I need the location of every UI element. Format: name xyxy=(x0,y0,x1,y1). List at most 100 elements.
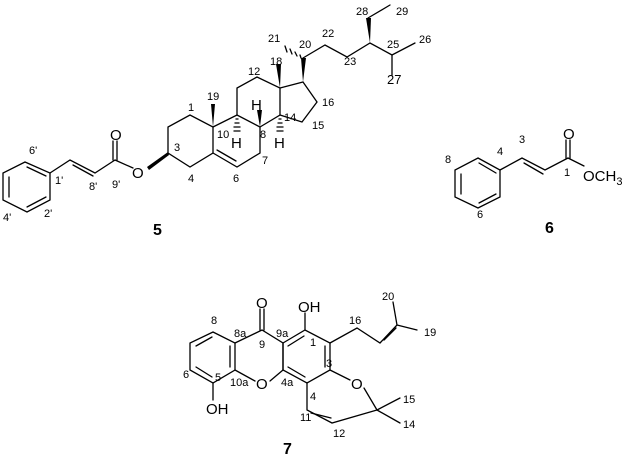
locant: 6 xyxy=(233,173,239,185)
ring-a xyxy=(167,114,214,168)
locant: 10 xyxy=(217,129,229,141)
prenyl-chain xyxy=(329,301,398,344)
ome-subscript: 3 xyxy=(616,176,622,188)
locant: 8 xyxy=(445,154,451,166)
ring-a xyxy=(189,331,236,384)
locant: 28 xyxy=(356,6,368,18)
aromatic-double-bond xyxy=(478,162,497,174)
locant: 14 xyxy=(403,419,415,431)
trans-double-bond xyxy=(523,162,544,175)
locant: 8' xyxy=(89,181,97,193)
locant: 20 xyxy=(382,291,394,303)
locant: 4' xyxy=(3,212,11,224)
locant: 26 xyxy=(419,34,431,46)
c5-c6-double-bond xyxy=(216,149,237,162)
atom-o-carbonyl: O xyxy=(110,127,122,144)
trans-double-bond xyxy=(72,164,94,177)
ring-c xyxy=(236,76,281,128)
locant: 9 xyxy=(259,339,265,351)
ring-c xyxy=(282,329,331,384)
locant: 6' xyxy=(29,145,37,157)
aromatic-double-bond xyxy=(26,196,47,208)
locant: 12 xyxy=(248,66,260,78)
locant: 20 xyxy=(299,39,311,51)
locant: 4 xyxy=(497,146,503,158)
ester-bond xyxy=(114,159,134,169)
side-chain xyxy=(302,42,416,59)
locant: 8a xyxy=(234,328,247,340)
locant: 1 xyxy=(564,167,570,179)
atom-h14: H xyxy=(274,135,285,152)
c14-bond xyxy=(376,409,401,424)
c19-bond xyxy=(396,324,418,331)
atom-o-10: O xyxy=(256,376,268,393)
locant: 16 xyxy=(322,97,334,109)
locant: 10a xyxy=(230,377,249,389)
compound-5: O O H H H 6' 1' 8' 9' 2' 4' 3 1 19 10 4 … xyxy=(2,4,431,239)
locant: 19 xyxy=(424,327,436,339)
locant: 15 xyxy=(403,394,415,406)
compound-number-7: 7 xyxy=(283,441,292,458)
locant: 21 xyxy=(268,33,280,45)
locant: 11 xyxy=(300,412,311,424)
c29-bond xyxy=(367,4,391,19)
locant: 1' xyxy=(55,175,63,187)
locant: 8 xyxy=(211,315,217,327)
locant: 9' xyxy=(112,179,120,191)
locant: 8 xyxy=(260,129,266,141)
atom-o-ester: O xyxy=(132,165,144,182)
locant: 25 xyxy=(387,39,399,51)
atom-o-carbonyl: O xyxy=(256,295,268,312)
locant: 4 xyxy=(310,391,316,403)
locant: 4a xyxy=(281,377,294,389)
locant: 1 xyxy=(188,102,194,114)
locant: 18 xyxy=(270,56,282,68)
ring-b-o-bond xyxy=(234,369,256,382)
h8-wedge xyxy=(257,110,262,127)
benzene-ring xyxy=(454,157,501,209)
locant: 27 xyxy=(387,72,401,87)
locant: 12 xyxy=(333,428,345,440)
atom-oh-1: OH xyxy=(298,299,321,316)
benzene-ring xyxy=(2,161,51,213)
cinnamoyl-chain xyxy=(49,159,116,174)
locant: 22 xyxy=(322,28,334,40)
prenyl-double-bond xyxy=(383,327,397,341)
aromatic-double-bond xyxy=(26,166,47,177)
c19-wedge xyxy=(211,104,215,127)
locant: 6 xyxy=(183,369,189,381)
locant: 16 xyxy=(349,315,361,327)
ring-b-o-bond xyxy=(269,369,284,382)
h14-hash xyxy=(276,118,284,132)
aromatic-double-bond xyxy=(287,366,306,378)
c20-wedge xyxy=(301,58,306,82)
locant: 29 xyxy=(396,6,408,18)
acrylate-chain xyxy=(499,157,569,171)
compound-7-locants: 8 8a 9 9a 1 16 20 19 10a 4a 3 4 6 5 11 1… xyxy=(183,291,436,440)
compound-7: O OH OH O O 8 8a 9 9a 1 16 20 19 10a 4a … xyxy=(183,291,436,458)
atom-h9: H xyxy=(231,135,242,152)
locant: 5 xyxy=(215,372,221,384)
ring-d xyxy=(279,81,318,123)
ester-bond xyxy=(567,157,585,167)
compound-number-6: 6 xyxy=(545,220,554,237)
compound-number-5: 5 xyxy=(153,222,162,239)
c11-c12-double-bond xyxy=(310,412,332,419)
locant: 6 xyxy=(477,209,483,221)
aromatic-double-bond xyxy=(287,335,305,347)
compound-6: O OCH3 3 4 1 8 6 6 xyxy=(445,126,622,237)
locant: 3 xyxy=(326,358,332,370)
compound-5-locants: 6' 1' 8' 9' 2' 4' 3 1 19 10 4 6 7 8 12 1… xyxy=(3,6,431,224)
locant: 2' xyxy=(44,208,52,220)
atom-o-carbonyl: O xyxy=(563,126,575,143)
ring-b xyxy=(212,114,261,168)
locant: 7 xyxy=(262,155,268,167)
ring-d xyxy=(306,382,378,424)
atom-oh-5: OH xyxy=(206,401,229,418)
locant: 23 xyxy=(344,56,356,68)
c28-wedge xyxy=(366,18,371,43)
aromatic-double-bond xyxy=(478,193,497,204)
c21-hash xyxy=(284,45,302,59)
locant: 1 xyxy=(310,337,316,349)
locant: 9a xyxy=(276,328,289,340)
